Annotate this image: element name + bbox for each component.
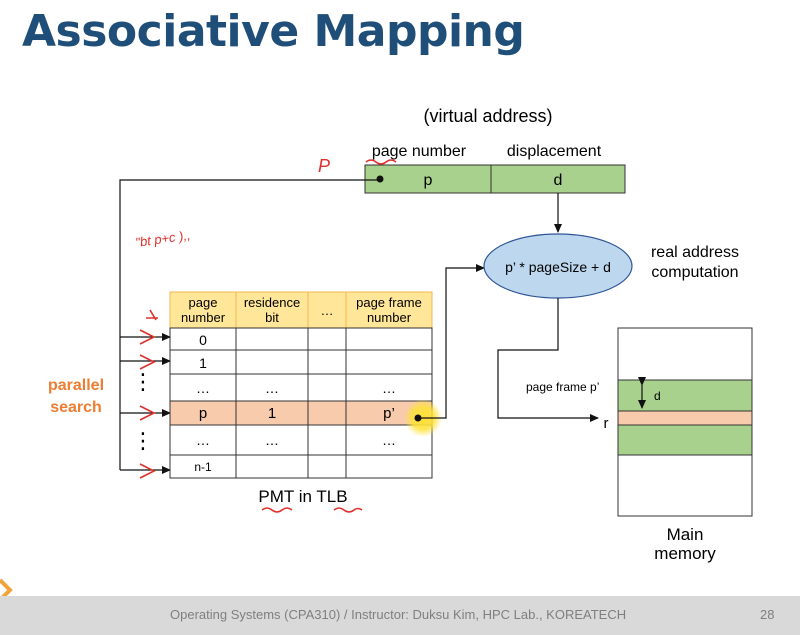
pmt-table: page number residence bit … page frame n… xyxy=(169,291,433,479)
va-d-text: d xyxy=(554,172,563,189)
cell-row4-frame: … xyxy=(382,432,396,448)
header-residence-bit: residence xyxy=(244,295,300,310)
page-number-route xyxy=(119,179,380,470)
real-address-label: real address xyxy=(651,244,739,261)
header-residence-bit: bit xyxy=(265,310,279,325)
cell-row2-page: … xyxy=(196,380,210,396)
highlight-row xyxy=(170,401,432,425)
page-number: 28 xyxy=(760,607,775,622)
displacement-label: displacement xyxy=(507,143,602,160)
cell-row3-frame: p’ xyxy=(383,405,395,422)
main-memory xyxy=(617,327,753,517)
header-page-number: number xyxy=(181,310,226,325)
associative-mapping-diagram: (virtual address) page number displaceme… xyxy=(48,106,753,563)
r-label: r xyxy=(604,415,609,432)
header-page-frame-number: number xyxy=(367,310,412,325)
vertical-dots: ⋮ xyxy=(132,369,154,394)
cell-row2-frame: … xyxy=(382,380,396,396)
slide-title: Associative Mapping xyxy=(22,6,525,57)
red-p-annotation: P xyxy=(318,156,330,176)
va-displacement-cell xyxy=(490,164,626,194)
va-p-text: p xyxy=(424,172,433,189)
red-underline-tlb xyxy=(333,507,363,513)
cell-row4-bit: … xyxy=(265,432,279,448)
formula-text: p’ * pageSize + d xyxy=(505,259,611,275)
d-offset-label: d xyxy=(654,389,661,403)
memory-label: Main xyxy=(667,525,704,544)
footer-bar: Operating Systems (CPA310) / Instructor:… xyxy=(0,596,800,635)
header-ellipsis: … xyxy=(321,303,334,318)
cell-row0-page: 0 xyxy=(199,332,207,348)
page-number-label: page number xyxy=(372,143,467,160)
address-to-memory-arrow xyxy=(497,298,599,422)
header-page-frame-number: page frame xyxy=(356,295,422,310)
cell-row3-page: p xyxy=(199,405,207,422)
computation-label: computation xyxy=(651,264,738,281)
va-p-dot xyxy=(376,175,384,183)
virtual-address-label: (virtual address) xyxy=(423,106,552,126)
cell-row1-page: 1 xyxy=(199,355,207,371)
table-caption: PMT in TLB xyxy=(258,487,347,506)
cell-row5-page: n-1 xyxy=(194,460,212,474)
frame-to-formula-arrow xyxy=(418,264,485,419)
red-note-annotation: "bt p+c ),, xyxy=(134,227,191,250)
search-label: search xyxy=(50,399,102,416)
vertical-dots: ⋮ xyxy=(132,428,154,453)
red-underline-pmt xyxy=(261,507,293,513)
cell-row3-bit: 1 xyxy=(268,405,276,422)
red-underline-page xyxy=(365,159,397,165)
page-frame-label: page frame p’ xyxy=(526,380,599,394)
cell-row4-page: … xyxy=(196,432,210,448)
footer-text: Operating Systems (CPA310) / Instructor:… xyxy=(170,607,627,622)
red-arrow-marks xyxy=(139,309,158,479)
header-page-number: page xyxy=(189,295,218,310)
va-page-cell xyxy=(364,164,492,194)
memory-label: memory xyxy=(654,544,716,563)
cell-row2-bit: … xyxy=(265,380,279,396)
parallel-label: parallel xyxy=(48,377,104,394)
